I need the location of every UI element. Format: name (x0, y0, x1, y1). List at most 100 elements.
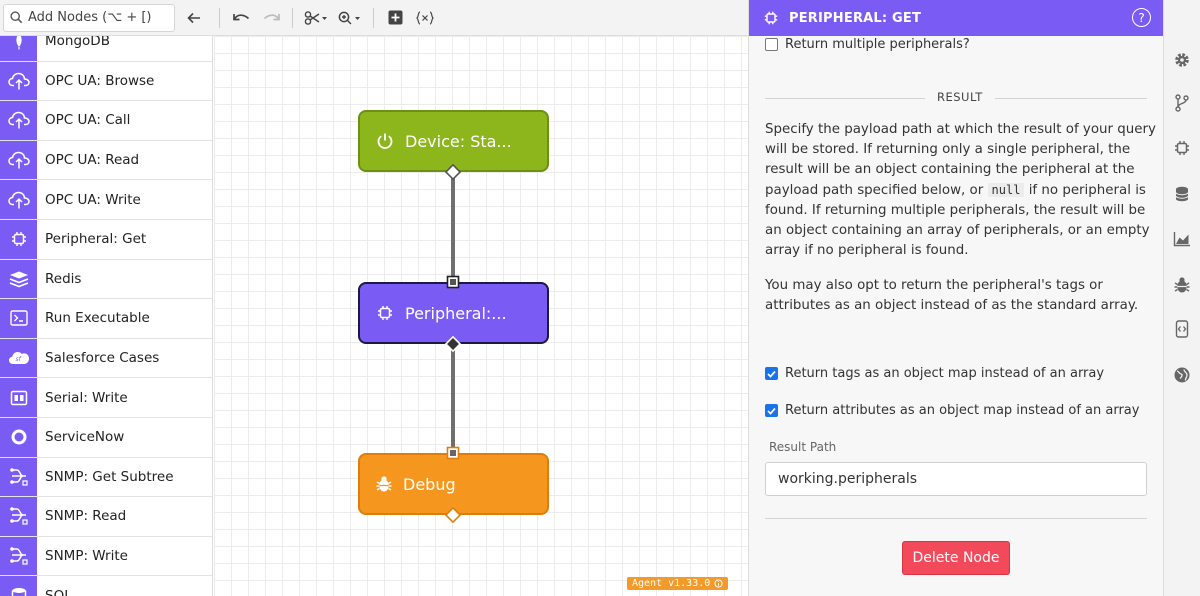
tags-description: You may also opt to return the periphera… (765, 278, 1139, 313)
terminal-icon (0, 299, 37, 338)
add-node-button[interactable] (380, 0, 410, 36)
check-icon (767, 370, 776, 378)
toolbar-divider (219, 7, 220, 28)
result-path-label: Result Path (769, 440, 837, 454)
toolbar-divider (373, 7, 374, 28)
palette-item-label: Salesforce Cases (45, 350, 160, 367)
null-code: null (987, 183, 1025, 197)
rail-versions-button[interactable] (1172, 93, 1192, 113)
rail-code-button[interactable] (1172, 319, 1192, 339)
chip-icon (764, 11, 778, 25)
info-icon (714, 579, 723, 588)
output-port[interactable] (445, 507, 461, 523)
return-attributes-checkbox[interactable] (765, 404, 778, 417)
connection-wire[interactable] (451, 176, 455, 282)
chip-icon (0, 219, 37, 259)
database-icon (1175, 186, 1189, 202)
rail-debug-button[interactable] (1172, 275, 1192, 295)
gear-icon (1175, 53, 1189, 67)
footer-divider (765, 518, 1147, 519)
palette-item-opc-ua-call[interactable]: OPC UA: Call (0, 101, 212, 141)
rail-charts-button[interactable] (1172, 229, 1192, 249)
undo-button[interactable] (226, 0, 256, 36)
node-peripheral-get[interactable]: Peripheral:... (358, 282, 549, 344)
palette-item-snmp-write[interactable]: SNMP: Write (0, 536, 212, 577)
output-port[interactable] (445, 164, 461, 180)
palette-item-mongodb[interactable]: MongoDB (0, 36, 212, 62)
return-tags-checkbox[interactable] (765, 367, 778, 380)
network-icon (0, 536, 37, 576)
palette-item-snmp-read[interactable]: SNMP: Read (0, 497, 212, 537)
palette-item-serial-write[interactable]: Serial: Write (0, 378, 212, 418)
palette-item-servicenow[interactable]: ServiceNow (0, 417, 212, 458)
chip-icon (1175, 141, 1189, 155)
agent-version-badge[interactable]: Agent v1.33.0 (627, 577, 729, 590)
palette-item-redis[interactable]: Redis (0, 259, 212, 300)
panel-header: PERIPHERAL: GET ? (749, 0, 1163, 36)
palette-item-label: Peripheral: Get (45, 231, 147, 248)
palette-item-opc-ua-browse[interactable]: OPC UA: Browse (0, 61, 212, 102)
return-multiple-label: Return multiple peripherals? (785, 37, 970, 52)
back-arrow-icon (187, 12, 200, 23)
node-device-state[interactable]: Device: Sta... (358, 110, 549, 172)
section-title-result: RESULT (925, 90, 995, 104)
node-label: Device: Sta... (405, 131, 512, 151)
redo-button[interactable] (256, 0, 286, 36)
palette-item-opc-ua-read[interactable]: OPC UA: Read (0, 140, 212, 181)
result-path-input[interactable] (765, 462, 1147, 496)
node-label: Peripheral:... (405, 303, 507, 323)
cloud-upload-icon (0, 61, 37, 101)
add-nodes-input[interactable] (28, 10, 168, 25)
zoom-icon (338, 11, 360, 24)
variables-button[interactable] (410, 0, 440, 36)
palette-item-label: SNMP: Get Subtree (45, 468, 174, 485)
rail-devices-button[interactable] (1172, 138, 1192, 158)
rail-storage-button[interactable] (1172, 184, 1192, 204)
leaf-icon (0, 36, 37, 61)
palette-item-run-executable[interactable]: Run Executable (0, 299, 212, 339)
workflow-canvas[interactable]: Device: Sta... Peripheral:... Debug Agen… (214, 36, 748, 596)
palette-item-label: OPC UA: Read (45, 152, 140, 169)
connection-wire[interactable] (451, 348, 455, 453)
palette-item-label: Run Executable (45, 310, 150, 327)
palette-list: MongoDB OPC UA: Browse OPC UA: Call OPC … (0, 36, 212, 596)
agent-version-label: Agent v1.33.0 (632, 578, 711, 589)
palette-item-peripheral-get[interactable]: Peripheral: Get (0, 219, 212, 260)
zoom-button[interactable] (333, 0, 367, 36)
cloud-upload-icon (0, 101, 37, 140)
right-icon-rail (1163, 0, 1200, 596)
return-multiple-row[interactable]: Return multiple peripherals? (765, 37, 970, 52)
palette-item-label: ServiceNow (45, 429, 125, 446)
cloud-upload-icon (0, 180, 37, 219)
globe-icon (1174, 367, 1190, 383)
palette-item-label: SNMP: Write (45, 548, 128, 565)
salesforce-icon: sf (0, 338, 37, 378)
input-port[interactable] (445, 445, 461, 461)
rail-globe-button[interactable] (1172, 365, 1192, 385)
add-nodes-search[interactable] (3, 3, 175, 32)
node-debug[interactable]: Debug (358, 453, 549, 515)
node-settings-panel: PERIPHERAL: GET ? Return multiple periph… (748, 0, 1163, 596)
scissors-icon (304, 10, 327, 25)
palette-item-salesforce-cases[interactable]: sf Salesforce Cases (0, 338, 212, 379)
output-port[interactable] (445, 336, 461, 352)
return-tags-row[interactable]: Return tags as an object map instead of … (765, 366, 1104, 381)
return-attributes-row[interactable]: Return attributes as an object map inste… (765, 403, 1139, 418)
network-icon (0, 497, 37, 536)
palette-item-opc-ua-write[interactable]: OPC UA: Write (0, 180, 212, 220)
serial-icon (0, 378, 37, 417)
cut-button[interactable] (299, 0, 333, 36)
back-button[interactable] (175, 0, 213, 36)
palette-item-label: SQL (45, 587, 72, 596)
palette-item-label: MongoDB (45, 36, 110, 50)
return-multiple-checkbox[interactable] (765, 38, 778, 51)
check-icon (767, 407, 776, 415)
palette-item-snmp-get-subtree[interactable]: SNMP: Get Subtree (0, 457, 212, 498)
help-button[interactable]: ? (1132, 8, 1151, 27)
bug-icon (376, 476, 392, 492)
delete-node-button[interactable]: Delete Node (902, 541, 1010, 575)
palette-item-label: OPC UA: Browse (45, 72, 155, 89)
rail-settings-button[interactable] (1172, 50, 1192, 70)
palette-item-sql[interactable]: SQL (0, 576, 212, 596)
input-port[interactable] (445, 274, 461, 290)
